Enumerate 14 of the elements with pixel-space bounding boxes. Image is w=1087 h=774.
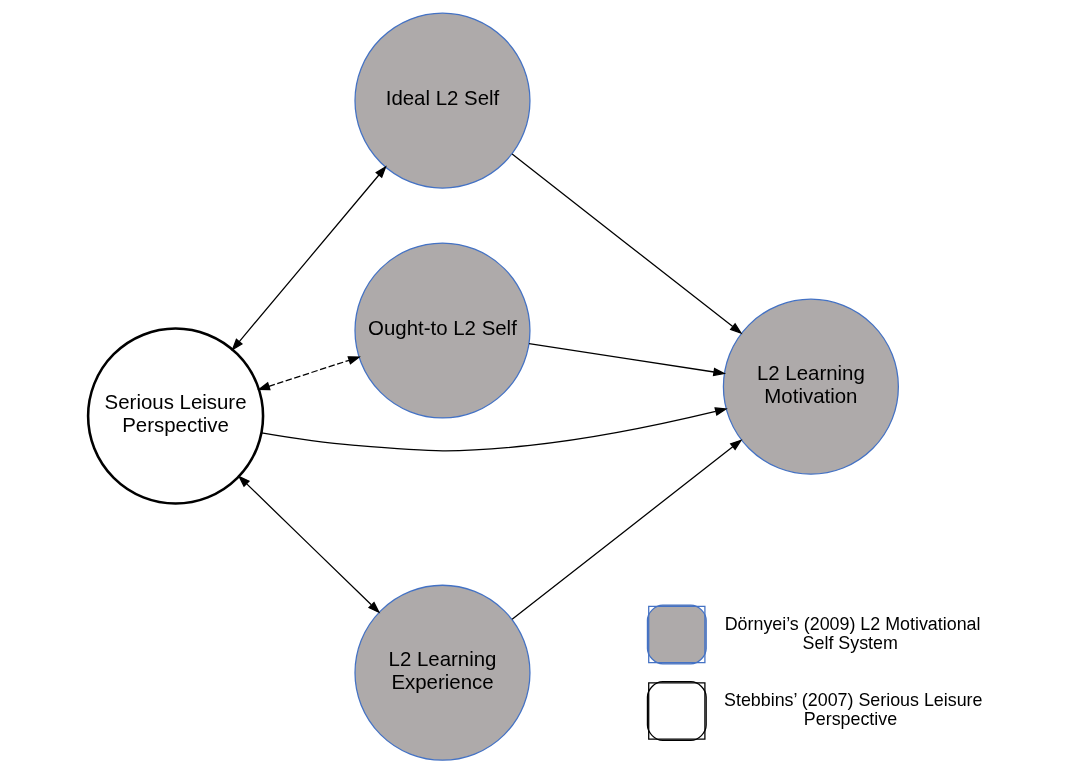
legend-label: Dörnyei’s (2009) L2 Motivational Self System	[724, 613, 980, 653]
node-circle: Serious Leisure Perspective	[86, 327, 264, 505]
arrow	[230, 165, 387, 352]
legend-label: Stebbins’ (2007) Serious Leisure Perspective	[723, 690, 983, 730]
node-circle: L2 Learning Motivation	[722, 298, 899, 475]
node-circle: Ought-to L2 Self	[353, 242, 531, 419]
node-circle: Ideal L2 Self	[353, 12, 531, 189]
arrow	[237, 475, 380, 614]
arrow	[511, 153, 742, 335]
arrow	[527, 342, 726, 377]
node-circle: L2 Learning Experience	[353, 584, 531, 761]
arrow	[256, 356, 361, 391]
arrow	[260, 407, 728, 452]
arrow	[511, 439, 742, 620]
